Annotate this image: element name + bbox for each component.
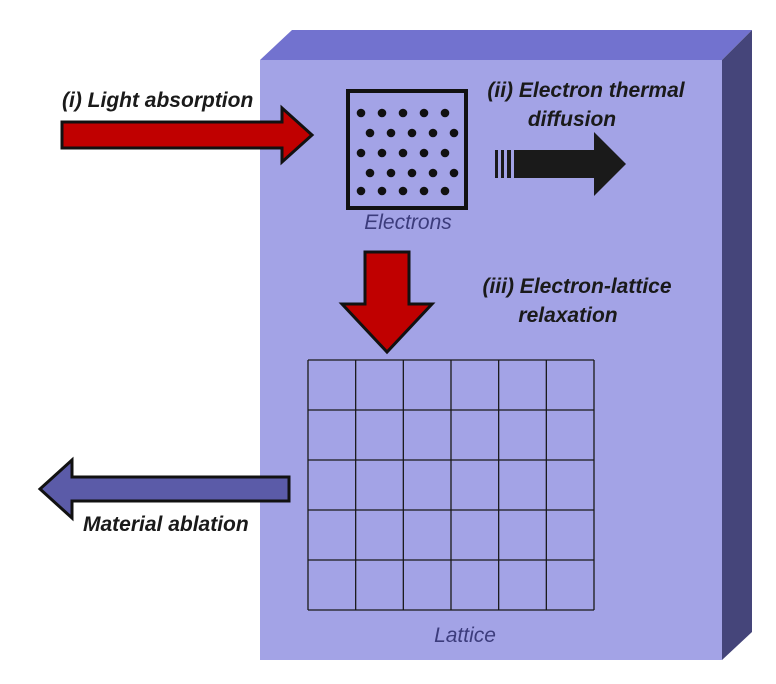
electron-dot xyxy=(356,148,366,158)
thermal-diffusion-label-line1: (ii) Electron thermal xyxy=(487,79,685,102)
electron-dot xyxy=(386,128,396,138)
relaxation-arrow xyxy=(338,250,436,355)
electrons-box xyxy=(346,89,468,210)
electron-dot xyxy=(398,148,408,158)
light-absorption-arrow xyxy=(60,104,315,166)
relaxation-label-line1: (iii) Electron-lattice xyxy=(482,275,671,298)
electron-dot xyxy=(377,186,387,196)
electron-dot xyxy=(428,128,438,138)
electron-dot xyxy=(449,128,459,138)
electron-dot xyxy=(386,168,396,178)
electron-dot xyxy=(407,168,417,178)
relaxation-label-line2: relaxation xyxy=(518,304,617,327)
lattice-label: Lattice xyxy=(434,624,496,647)
electron-dot xyxy=(365,128,375,138)
electron-dot xyxy=(407,128,417,138)
electron-dot xyxy=(440,148,450,158)
material-ablation-arrow xyxy=(37,456,291,522)
electron-dot xyxy=(428,168,438,178)
electron-dot xyxy=(449,168,459,178)
electron-dot xyxy=(377,148,387,158)
material-slab xyxy=(260,30,752,660)
electron-dot xyxy=(398,108,408,118)
electron-dot xyxy=(398,186,408,196)
electron-dot xyxy=(419,108,429,118)
material-ablation-label: Material ablation xyxy=(83,513,249,536)
slab-side-face xyxy=(722,30,752,660)
light-absorption-label: (i) Light absorption xyxy=(62,89,253,112)
thermal-diffusion-arrow xyxy=(495,132,626,196)
slab-top-face xyxy=(260,30,752,60)
electron-dot xyxy=(440,108,450,118)
electron-dot xyxy=(365,168,375,178)
electron-dot xyxy=(356,108,366,118)
thermal-diffusion-label-line2: diffusion xyxy=(528,108,616,131)
electrons-label: Electrons xyxy=(364,211,452,234)
electron-dot xyxy=(356,186,366,196)
electron-dot xyxy=(419,186,429,196)
lattice-grid xyxy=(307,359,595,611)
electron-dots xyxy=(356,108,459,196)
electron-dot xyxy=(377,108,387,118)
electron-dot xyxy=(440,186,450,196)
electron-dot xyxy=(419,148,429,158)
